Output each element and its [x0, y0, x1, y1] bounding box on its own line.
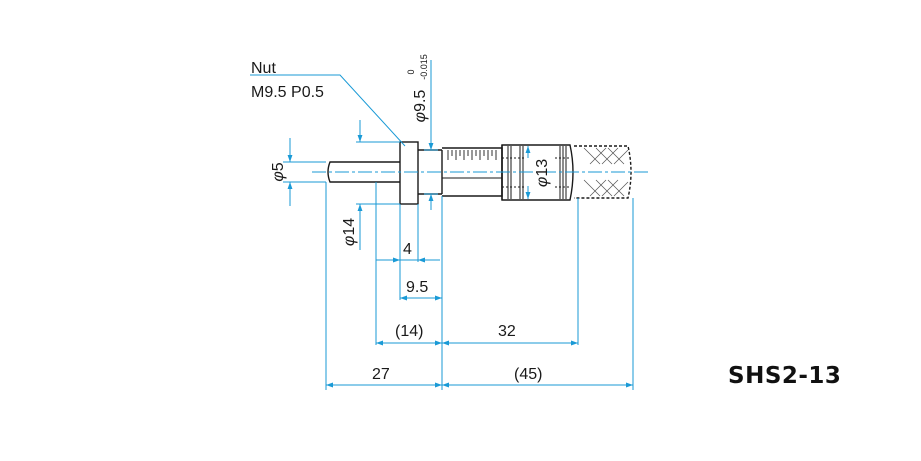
part-outline: [327, 141, 632, 205]
phi-symbol: φ: [534, 177, 551, 187]
svg-text:φ14: φ14: [341, 218, 358, 246]
dim-14-label: (14): [395, 323, 423, 340]
ratchet-knurl: [583, 147, 629, 197]
dimension-lines: [250, 60, 650, 390]
phi14-label: 14: [341, 218, 358, 236]
thimble-body: [501, 144, 574, 201]
labels: Nut M9.5 P0.5 φ5 φ14 φ9.5 0 -0.015 φ13 4…: [251, 54, 551, 383]
svg-text:φ9.5: φ9.5: [412, 90, 429, 123]
nut-label: Nut: [251, 60, 276, 77]
dim-32-label: 32: [498, 323, 516, 340]
svg-text:φ5: φ5: [270, 162, 287, 181]
model-number: SHS2-13: [728, 363, 842, 389]
scale-ticks: [442, 150, 502, 179]
phi13-label: 13: [534, 159, 551, 177]
phi5-label: 5: [270, 162, 287, 171]
phi-symbol: φ: [341, 236, 358, 246]
thread-label: M9.5 P0.5: [251, 84, 324, 101]
tol-upper: 0: [406, 69, 416, 74]
phi-symbol: φ: [270, 171, 287, 181]
dim-9-5-label: 9.5: [406, 279, 428, 296]
dim-27-label: 27: [372, 366, 390, 383]
tol-lower: -0.015: [419, 54, 429, 80]
nut-leader: [250, 74, 406, 147]
svg-text:φ13: φ13: [534, 159, 551, 187]
dim-45-label: (45): [514, 366, 542, 383]
phi-symbol: φ: [412, 112, 429, 122]
spindle: [327, 161, 400, 183]
dim-4-label: 4: [403, 241, 412, 258]
phi95-label: 9.5: [412, 90, 429, 112]
nut: [399, 141, 419, 205]
